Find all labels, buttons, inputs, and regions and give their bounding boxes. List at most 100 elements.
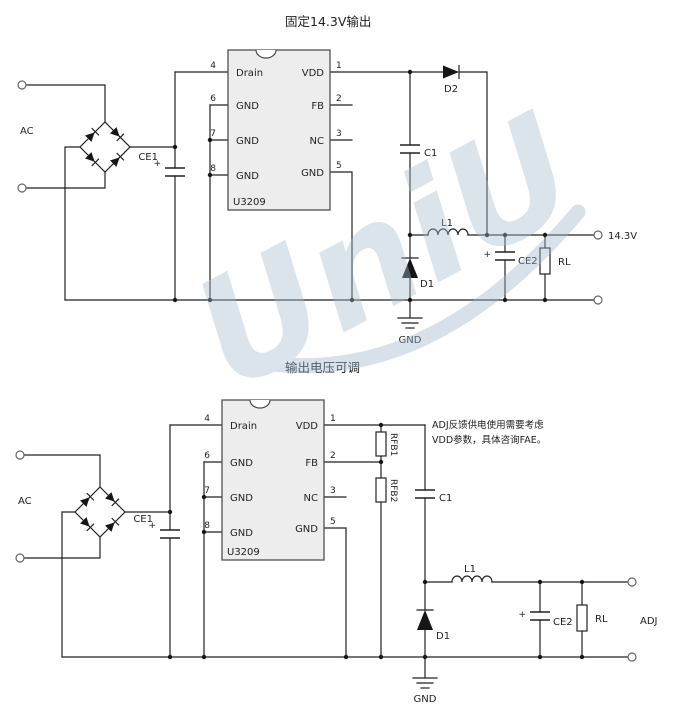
pin-number: 3 <box>336 129 342 139</box>
ac-source-label: AC <box>18 496 32 507</box>
ic-part-number: U3209 <box>233 197 266 208</box>
pin-number: 5 <box>336 161 342 171</box>
ground-symbol: GND <box>397 317 423 346</box>
pin-number: 2 <box>330 451 336 461</box>
polarity-plus: + <box>483 250 491 260</box>
pin-number: 4 <box>204 414 210 424</box>
inductor-label: L1 <box>464 564 476 575</box>
ground-label: GND <box>414 694 437 705</box>
pin-label: VDD <box>302 68 325 79</box>
pin-label: NC <box>304 493 318 504</box>
cap-ce1: CE1 + <box>133 514 180 539</box>
pin-number: 2 <box>336 94 342 104</box>
pin-label: NC <box>310 136 324 147</box>
pin-label: Drain <box>236 68 263 79</box>
inductor-l1: L1 <box>464 564 476 575</box>
diode-d1: D1 <box>416 609 450 642</box>
output-adj-label: ADJ <box>640 616 658 627</box>
pin-number: 5 <box>330 517 336 527</box>
pin-label: GND <box>236 171 259 182</box>
watermark-swoosh <box>230 204 586 374</box>
diode-label: D1 <box>420 279 434 290</box>
pin-label: VDD <box>296 421 319 432</box>
ac-terminal-top <box>17 80 27 90</box>
ic-notch <box>255 49 277 59</box>
junction-dots <box>172 69 548 303</box>
pin-label: GND <box>301 168 324 179</box>
resistor-rl: RL <box>576 604 608 632</box>
ac-terminal-bottom <box>15 553 25 563</box>
note-line-1: ADJ反馈供电使用需要考虑 <box>432 419 544 431</box>
ac-source-label: AC <box>20 126 34 137</box>
pin-number: 6 <box>210 94 216 104</box>
pin-label: GND <box>230 528 253 539</box>
cap-label: CE1 <box>133 514 153 525</box>
pin-label: GND <box>230 493 253 504</box>
polarity-plus: + <box>153 159 161 169</box>
fixed-output-circuit: 固定14.3V输出 <box>17 14 637 346</box>
pin-label: GND <box>295 524 318 535</box>
diode-d2: D2 <box>443 64 460 95</box>
cap-label: C1 <box>424 148 437 159</box>
cap-label: CE2 <box>518 256 538 267</box>
output-voltage-label: 14.3V <box>608 231 637 242</box>
pin-label: FB <box>311 101 324 112</box>
adj-circuit-title: 输出电压可调 <box>285 360 360 375</box>
ground-label: GND <box>399 335 422 346</box>
resistor-rfb1: RFB1 <box>375 431 398 457</box>
pin-number: 6 <box>204 451 210 461</box>
pin-number: 8 <box>210 164 216 174</box>
inductor-label: L1 <box>441 218 453 229</box>
pin-label: GND <box>230 458 253 469</box>
pin-number: 4 <box>210 61 216 71</box>
output-terminal <box>627 577 637 587</box>
pin-number: 7 <box>210 129 216 139</box>
return-terminal <box>627 652 637 662</box>
cap-label: CE1 <box>138 152 158 163</box>
polarity-plus: + <box>518 610 526 620</box>
pin-number: 7 <box>204 486 210 496</box>
diode-label: D1 <box>436 631 450 642</box>
junction-dots <box>167 422 585 660</box>
polarity-plus: + <box>148 521 156 531</box>
cap-label: C1 <box>439 493 452 504</box>
resistor-label: RFB1 <box>388 433 398 456</box>
cap-ce1: CE1 + <box>138 152 185 177</box>
return-terminal <box>593 295 603 305</box>
pin-label: GND <box>236 136 259 147</box>
resistor-rfb2: RFB2 <box>375 477 398 503</box>
resistor-label: RFB2 <box>388 479 398 502</box>
bridge-rectifier <box>80 492 120 532</box>
resistor-label: RL <box>558 257 571 268</box>
pin-number: 1 <box>336 61 342 71</box>
ground-symbol: GND <box>412 677 438 705</box>
diode-label: D2 <box>444 84 458 95</box>
ic-u3209: U3209 4 Drain 6 GND 7 GND 8 GND 1 VDD 2 … <box>210 49 342 211</box>
diode-d1: D1 <box>401 257 434 290</box>
resistor-label: RL <box>595 614 608 625</box>
cap-c1: C1 <box>415 489 452 504</box>
ic-part-number: U3209 <box>227 547 260 558</box>
bridge-rectifier <box>85 127 125 167</box>
note-line-2: VDD参数，具体咨询FAE。 <box>432 434 546 446</box>
pin-label: Drain <box>230 421 257 432</box>
adjustable-output-circuit: 输出电压可调 <box>15 360 658 705</box>
cap-c1: C1 <box>400 144 437 159</box>
resistor-rl: RL <box>539 247 571 275</box>
adj-wires <box>23 424 629 679</box>
fixed-circuit-title: 固定14.3V输出 <box>285 14 371 29</box>
ac-terminal-top <box>15 450 25 460</box>
ac-terminal-bottom <box>17 183 27 193</box>
inductor-l1: L1 <box>441 218 453 229</box>
ic-notch <box>249 399 271 409</box>
cap-label: CE2 <box>553 617 573 628</box>
pin-label: GND <box>236 101 259 112</box>
ic-u3209: U3209 4 Drain 6 GND 7 GND 8 GND 1 VDD 2 … <box>204 399 336 561</box>
pin-label: FB <box>305 458 318 469</box>
pin-number: 8 <box>204 521 210 531</box>
fae-note: ADJ反馈供电使用需要考虑 VDD参数，具体咨询FAE。 <box>432 419 546 446</box>
cap-ce2: + CE2 <box>518 610 572 628</box>
cap-ce2: + CE2 <box>483 250 537 267</box>
pin-number: 1 <box>330 414 336 424</box>
